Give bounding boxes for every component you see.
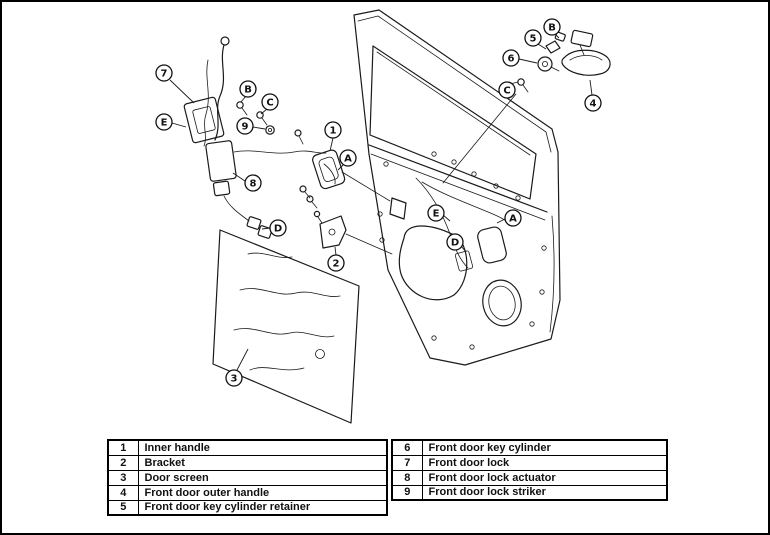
inner-handle [299, 149, 391, 209]
svg-text:2: 2 [333, 259, 340, 270]
legend-item-desc: Front door lock actuator [421, 469, 668, 486]
svg-text:D: D [274, 224, 282, 235]
svg-text:3: 3 [231, 374, 238, 385]
legend-item-number: 7 [391, 454, 423, 471]
svg-text:E: E [433, 209, 440, 220]
callout-3: 3 [225, 369, 243, 387]
legend-item-desc: Front door lock [421, 454, 668, 471]
screw-icon [256, 111, 268, 126]
legend-item-desc: Front door lock striker [421, 484, 668, 501]
svg-text:6: 6 [508, 54, 515, 65]
legend-table-left: 1 Inner handle 2 Bracket 3 Door screen 4… [107, 439, 388, 516]
legend-item-number: 6 [391, 439, 423, 456]
svg-text:A: A [344, 154, 352, 165]
legend-row: 6 Front door key cylinder [391, 439, 668, 456]
lock-assembly [183, 36, 327, 239]
legend-row: 7 Front door lock [391, 454, 668, 471]
svg-text:1: 1 [330, 126, 337, 137]
callout-b-2: B [543, 18, 561, 36]
svg-text:C: C [266, 98, 273, 109]
legend-item-desc: Front door key cylinder [421, 439, 668, 456]
legend-item-number: 2 [107, 454, 139, 471]
legend-item-desc: Front door outer handle [137, 484, 388, 501]
svg-text:B: B [548, 23, 556, 34]
callout-d-2: D [446, 233, 464, 251]
callout-6: 6 [502, 49, 520, 67]
callout-a-2: A [504, 209, 522, 227]
legend-row: 5 Front door key cylinder retainer [107, 499, 388, 516]
legend-item-desc: Bracket [137, 454, 388, 471]
legend-row: 2 Bracket [107, 454, 388, 471]
exploded-diagram: 7 B C E 9 1 A 8 D [155, 9, 611, 424]
legend-item-desc: Door screen [137, 469, 388, 486]
callout-a-1: A [339, 149, 357, 167]
legend-item-desc: Front door key cylinder retainer [137, 499, 388, 516]
outer-handle-assembly [442, 29, 611, 184]
callout-c-2: C [498, 81, 516, 99]
legend-row: 4 Front door outer handle [107, 484, 388, 501]
callout-5: 5 [524, 29, 542, 47]
callout-d-1: D [269, 219, 287, 237]
callout-9: 9 [236, 117, 254, 135]
legend-item-number: 9 [391, 484, 423, 501]
svg-text:A: A [509, 214, 517, 225]
legend-row: 1 Inner handle [107, 439, 388, 456]
screw-icon [299, 185, 311, 199]
callout-c-1: C [261, 93, 279, 111]
legend-table-right: 6 Front door key cylinder 7 Front door l… [391, 439, 668, 501]
callout-e-2: E [427, 204, 445, 222]
door-screen [212, 229, 360, 424]
callout-e-1: E [155, 113, 173, 131]
callout-b-1: B [239, 80, 257, 98]
callout-leaders [169, 32, 593, 371]
screw-icon [306, 195, 318, 209]
svg-text:8: 8 [250, 179, 257, 190]
svg-text:7: 7 [161, 69, 168, 80]
svg-text:4: 4 [590, 99, 597, 110]
legend-item-number: 1 [107, 439, 139, 456]
screw-icon [517, 78, 529, 93]
svg-text:B: B [244, 85, 252, 96]
legend-row: 9 Front door lock striker [391, 484, 668, 501]
legend-item-desc: Inner handle [137, 439, 388, 456]
svg-text:D: D [451, 238, 459, 249]
legend-row: 8 Front door lock actuator [391, 469, 668, 486]
bracket [313, 210, 393, 255]
legend-item-number: 8 [391, 469, 423, 486]
legend-item-number: 5 [107, 499, 139, 516]
legend-row: 3 Door screen [107, 469, 388, 486]
callout-2: 2 [327, 254, 345, 272]
callout-1: 1 [324, 121, 342, 139]
screw-icon [294, 129, 304, 145]
svg-text:5: 5 [530, 34, 537, 45]
callouts: 7 B C E 9 1 A 8 D [155, 18, 602, 387]
svg-text:C: C [503, 86, 510, 97]
callout-4: 4 [584, 94, 602, 112]
legend-item-number: 3 [107, 469, 139, 486]
callout-8: 8 [244, 174, 262, 192]
screw-icon [313, 210, 323, 224]
svg-text:9: 9 [242, 122, 249, 133]
door-panel [353, 9, 561, 366]
screw-icon [236, 101, 248, 116]
callout-7: 7 [155, 64, 173, 82]
svg-text:E: E [161, 118, 168, 129]
legend-item-number: 4 [107, 484, 139, 501]
